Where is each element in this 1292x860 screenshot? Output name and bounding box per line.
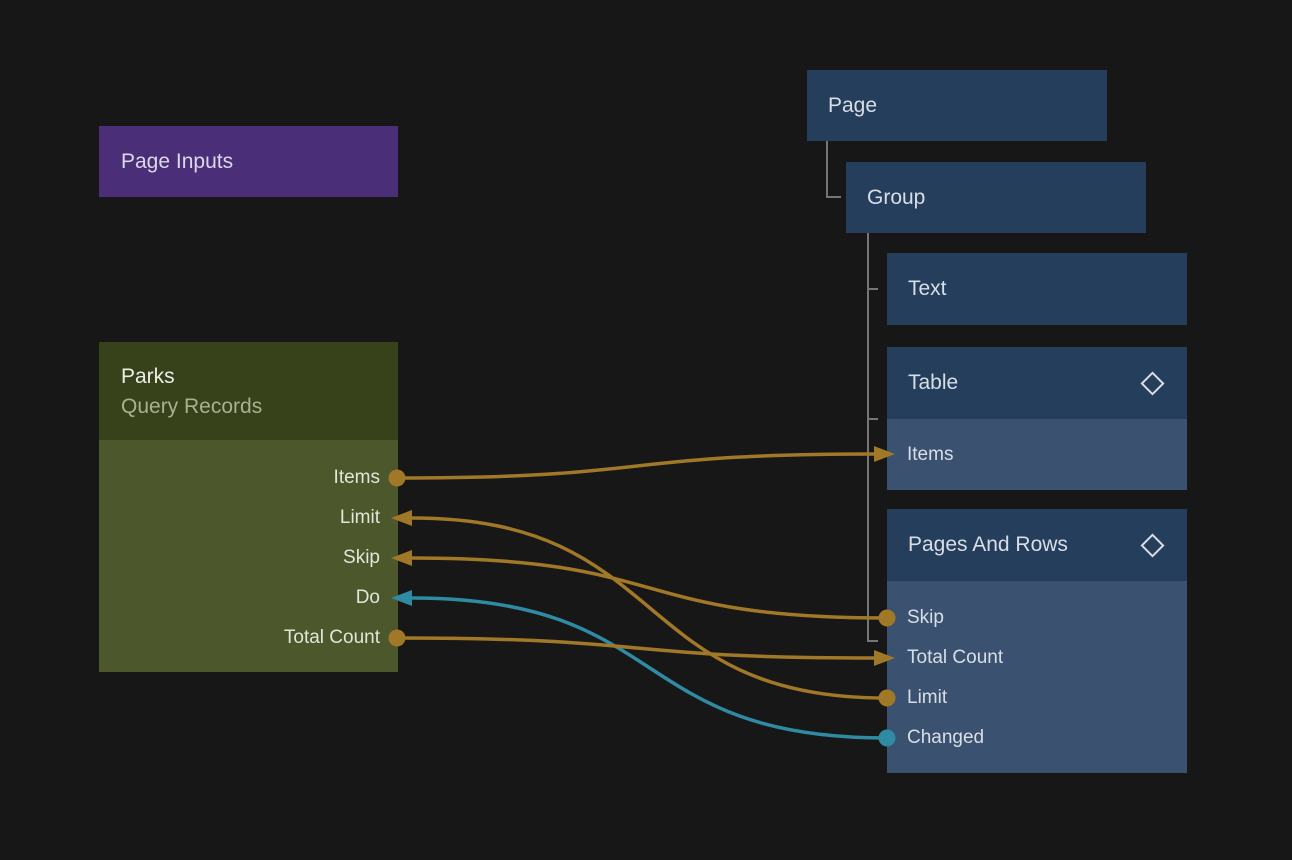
port-label: Limit [339, 507, 380, 528]
diamond-icon [1140, 370, 1165, 396]
node-title: Pages And Rows [908, 533, 1068, 556]
port-label: Changed [907, 727, 985, 748]
port-label: Items [907, 443, 954, 465]
port-label: Total Count [907, 647, 1004, 668]
port-label: Skip [907, 607, 944, 628]
port-label: Total Count [283, 627, 380, 648]
tree-line-page-group [826, 141, 841, 198]
node-subtitle: Query Records [121, 395, 263, 418]
port-items[interactable]: Items [99, 458, 398, 498]
port-changed[interactable]: Changed [887, 718, 1187, 758]
port-label: Do [355, 587, 380, 608]
node-group[interactable]: Group [846, 162, 1146, 233]
node-title: Page [828, 93, 878, 117]
port-limit[interactable]: Limit [99, 498, 398, 538]
node-title: Parks [121, 365, 175, 388]
port-do[interactable]: Do [99, 578, 398, 618]
node-pages-and-rows[interactable]: Pages And Rows [887, 509, 1187, 581]
node-title: Page Inputs [121, 149, 234, 173]
port-limit[interactable]: Limit [887, 678, 1187, 718]
node-title: Table [908, 371, 959, 394]
tree-line-group-children [867, 233, 878, 642]
node-table[interactable]: Table [887, 347, 1187, 419]
port-total-count[interactable]: Total Count [887, 638, 1187, 678]
port-label: Skip [343, 547, 380, 568]
port-label: Limit [907, 687, 948, 708]
pages-and-rows-port-list: Skip Total Count Limit Changed [887, 581, 1187, 773]
node-parks[interactable]: Parks Query Records Items Limit Skip Do … [99, 342, 398, 672]
wire-limit-to-parks-limit[interactable] [411, 516, 888, 700]
wire-skip-to-parks-skip[interactable] [411, 556, 888, 620]
node-title: Text [908, 277, 947, 300]
node-title: Group [867, 185, 926, 209]
port-skip[interactable]: Skip [887, 598, 1187, 638]
wire-changed-to-parks-do[interactable] [411, 596, 888, 740]
wire-total-count-to-par-total-count[interactable] [396, 636, 876, 660]
diamond-icon [1140, 532, 1165, 558]
port-total-count[interactable]: Total Count [99, 618, 398, 658]
port-table-items[interactable]: Items [887, 419, 1187, 490]
port-label: Items [333, 467, 380, 488]
wire-items-to-table-items[interactable] [396, 452, 876, 480]
node-text[interactable]: Text [887, 253, 1187, 325]
node-page[interactable]: Page [807, 70, 1107, 141]
node-page-inputs[interactable]: Page Inputs [99, 126, 398, 197]
port-skip[interactable]: Skip [99, 538, 398, 578]
parks-port-list: Items Limit Skip Do Total Count [99, 440, 398, 672]
parks-header[interactable]: Parks Query Records [99, 342, 398, 440]
